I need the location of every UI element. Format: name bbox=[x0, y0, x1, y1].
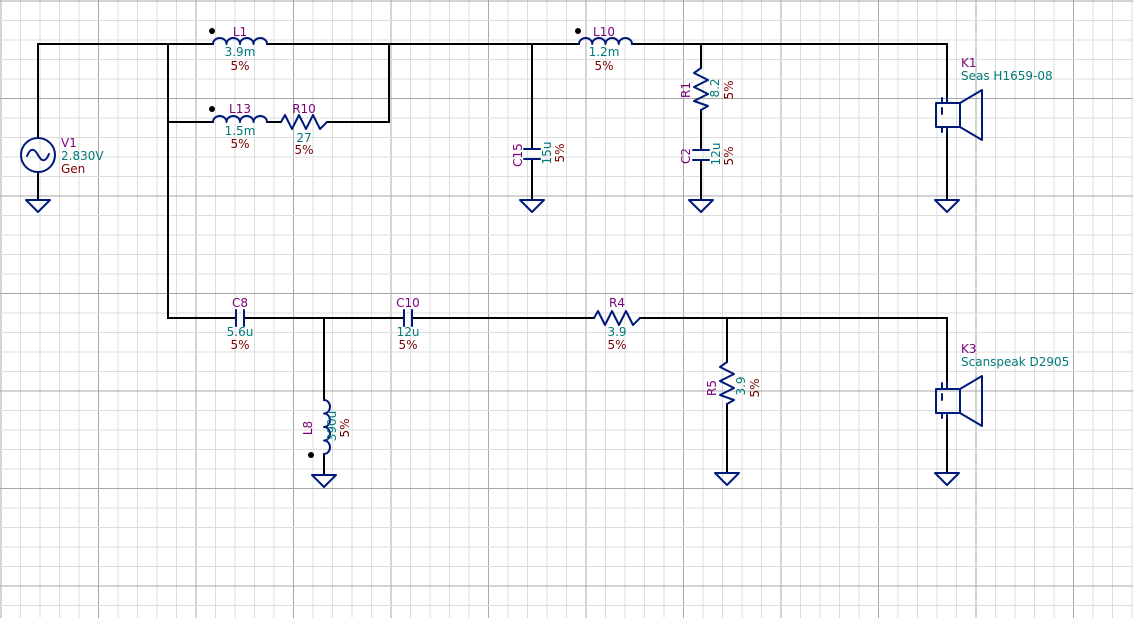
speaker-k3[interactable] bbox=[935, 375, 983, 427]
r4-tolerance: 5% bbox=[607, 338, 626, 352]
r5-value: 3.9 bbox=[734, 376, 748, 395]
c8-ref: C8 bbox=[232, 296, 248, 310]
c10-value: 12u bbox=[397, 325, 420, 339]
l13-value: 1.5m bbox=[225, 124, 256, 138]
inductor-l10[interactable] bbox=[575, 28, 633, 45]
resistor-r10[interactable] bbox=[280, 114, 328, 130]
c8-value: 5.6u bbox=[227, 325, 254, 339]
l8-ref: L8 bbox=[301, 421, 315, 435]
r1-ref: R1 bbox=[679, 82, 693, 98]
ground-icon bbox=[934, 472, 960, 486]
r4-ref: R4 bbox=[609, 296, 625, 310]
r4-value: 3.9 bbox=[607, 325, 626, 339]
r10-tolerance: 5% bbox=[294, 143, 313, 157]
c15-value: 15u bbox=[540, 142, 554, 165]
ground-symbols bbox=[25, 199, 960, 488]
inductor-l13[interactable] bbox=[209, 106, 268, 123]
l10-ref: L10 bbox=[593, 25, 615, 39]
resistor-r1[interactable] bbox=[693, 67, 709, 111]
v1-type: Gen bbox=[61, 162, 85, 176]
k3-model: Scanspeak D2905 bbox=[961, 355, 1069, 369]
r1-value: 8.2 bbox=[708, 78, 722, 97]
sine-wave-icon bbox=[26, 148, 50, 162]
v1-ref: V1 bbox=[61, 136, 77, 150]
r5-ref: R5 bbox=[705, 380, 719, 396]
resistor-r5[interactable] bbox=[719, 361, 735, 405]
capacitor-c10[interactable] bbox=[403, 309, 413, 327]
polarity-dot bbox=[575, 28, 581, 34]
ground-icon bbox=[519, 199, 545, 213]
r10-ref: R10 bbox=[292, 102, 316, 116]
l10-value: 1.2m bbox=[589, 45, 620, 59]
c15-ref: C15 bbox=[511, 143, 525, 167]
wires bbox=[37, 43, 948, 476]
l13-ref: L13 bbox=[229, 102, 251, 116]
r10-value: 27 bbox=[296, 131, 311, 145]
polarity-dot bbox=[209, 106, 215, 112]
l10-tolerance: 5% bbox=[594, 59, 613, 73]
capacitor-c2[interactable] bbox=[692, 149, 710, 161]
r1-tolerance: 5% bbox=[722, 80, 736, 99]
c10-tolerance: 5% bbox=[398, 338, 417, 352]
voltage-source-v1[interactable] bbox=[20, 137, 56, 173]
ground-icon bbox=[311, 474, 337, 488]
k3-ref: K3 bbox=[961, 342, 977, 356]
capacitor-c8[interactable] bbox=[235, 309, 245, 327]
l1-tolerance: 5% bbox=[230, 59, 249, 73]
c8-tolerance: 5% bbox=[230, 338, 249, 352]
ground-icon bbox=[25, 199, 51, 213]
resistor-r4[interactable] bbox=[593, 310, 641, 326]
c2-ref: C2 bbox=[679, 148, 693, 164]
component-labels: L1 3.9m 5% L13 1.5m 5% R10 27 5% L10 1.2… bbox=[61, 25, 1069, 441]
inductor-l8[interactable] bbox=[308, 399, 331, 458]
ground-icon bbox=[714, 472, 740, 486]
inductor-l1[interactable] bbox=[209, 28, 268, 45]
c2-value: 12u bbox=[709, 143, 723, 166]
k1-ref: K1 bbox=[961, 56, 977, 70]
ground-icon bbox=[934, 199, 960, 213]
ground-icon bbox=[688, 199, 714, 213]
polarity-dot bbox=[308, 452, 314, 458]
c2-tolerance: 5% bbox=[722, 146, 736, 165]
l1-ref: L1 bbox=[233, 25, 247, 39]
c15-tolerance: 5% bbox=[553, 143, 567, 162]
r5-tolerance: 5% bbox=[748, 378, 762, 397]
l8-value: 390u bbox=[325, 411, 339, 442]
polarity-dot bbox=[209, 28, 215, 34]
l1-value: 3.9m bbox=[225, 45, 256, 59]
l13-tolerance: 5% bbox=[230, 137, 249, 151]
c10-ref: C10 bbox=[396, 296, 420, 310]
v1-value: 2.830V bbox=[61, 149, 104, 163]
speaker-k1[interactable] bbox=[935, 89, 983, 141]
capacitor-c15[interactable] bbox=[523, 148, 541, 160]
k1-model: Seas H1659-08 bbox=[961, 69, 1053, 83]
l8-tolerance: 5% bbox=[338, 418, 352, 437]
